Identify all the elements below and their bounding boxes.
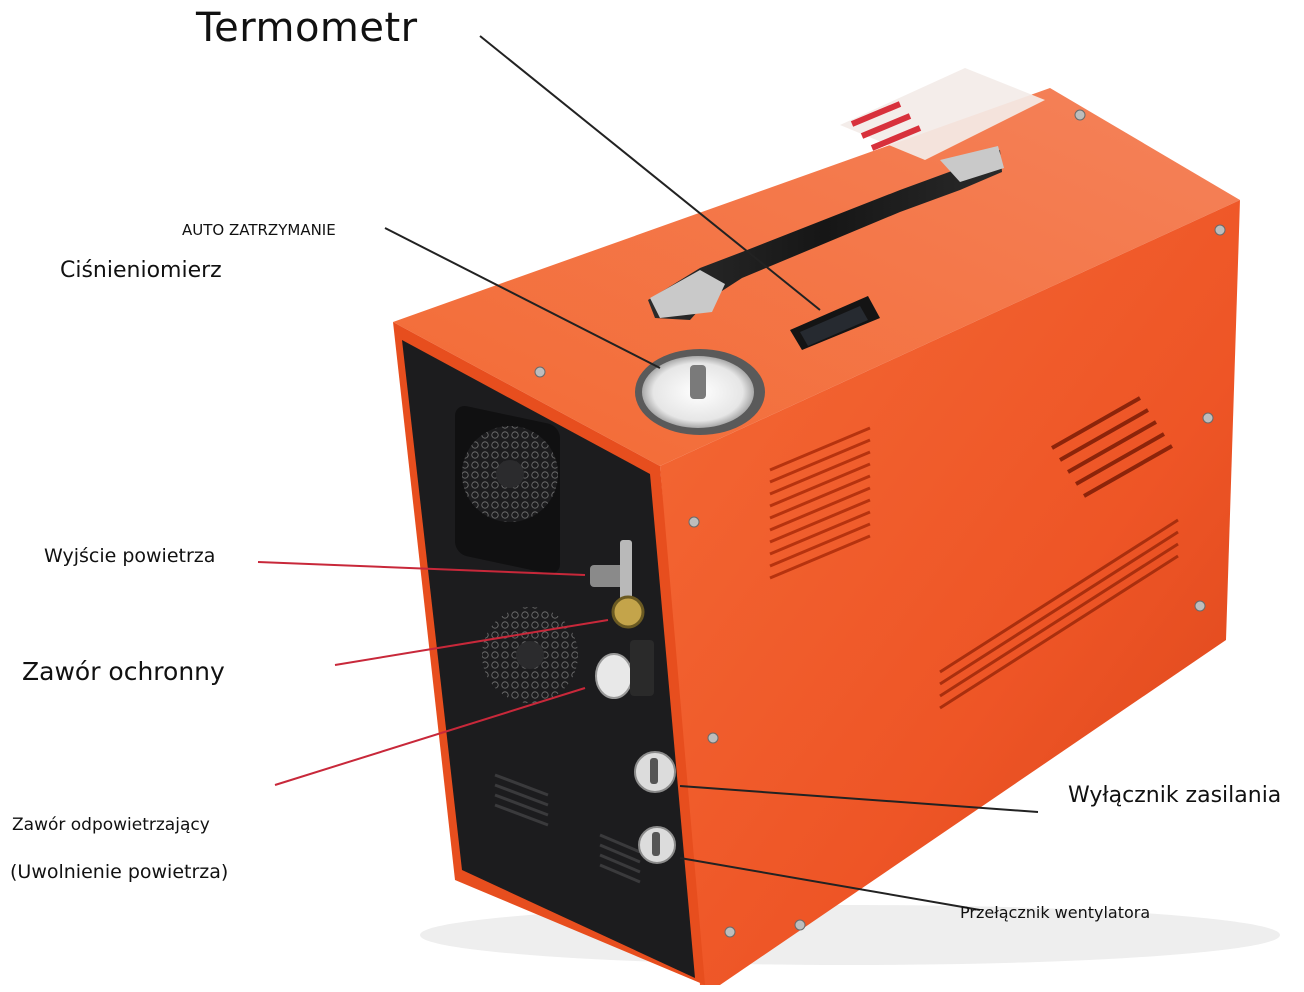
pressure-gauge <box>635 349 765 435</box>
leader-wylacznik <box>679 785 1039 813</box>
leader-przelacznik <box>679 857 981 911</box>
safety-valve <box>611 595 645 629</box>
leader-termometr <box>479 35 821 311</box>
label-termometr: Termometr <box>196 5 418 51</box>
leader-zawor-ochronny <box>334 619 609 666</box>
screws <box>534 109 1226 938</box>
top-panel <box>393 88 1240 466</box>
label-uwolnienie-powietrza: (Uwolnienie powietrza) <box>10 861 229 883</box>
label-wylacznik-zasilania: Wyłącznik zasilania <box>1068 783 1282 808</box>
label-przelacznik-wentylatora: Przełącznik wentylatora <box>960 903 1151 922</box>
thermometer-display <box>790 296 880 350</box>
leader-zawor-odpow <box>274 687 586 786</box>
label-zawor-odpowietrzajacy: Zawór odpowietrzający <box>12 815 210 835</box>
fan-bottom <box>482 607 578 703</box>
sticker-stripes <box>850 101 922 151</box>
fan-switch <box>638 826 676 864</box>
side-vents-right <box>1051 396 1173 498</box>
label-zawor-ochronny: Zawór ochronny <box>22 657 225 686</box>
power-switch <box>634 751 676 793</box>
carry-handle <box>648 146 1004 320</box>
side-vents-bottom <box>939 518 1179 710</box>
side-vents-left <box>769 426 871 580</box>
fan-top <box>455 405 560 574</box>
label-cisnieniomierz: Ciśnieniomierz <box>60 258 222 283</box>
front-lower-vents <box>494 773 641 884</box>
air-outlet-fitting <box>590 540 632 600</box>
side-panel <box>660 200 1240 985</box>
label-wyjscie-powietrza: Wyjście powietrza <box>44 545 216 567</box>
bleed-valve-knob <box>595 653 633 699</box>
leader-auto-stop <box>384 227 661 369</box>
leader-lines <box>257 35 1039 911</box>
leader-wyjscie <box>257 561 586 576</box>
label-auto-stop: AUTO ZATRZYMANIE <box>182 221 336 239</box>
bleed-valve-body <box>630 640 654 696</box>
